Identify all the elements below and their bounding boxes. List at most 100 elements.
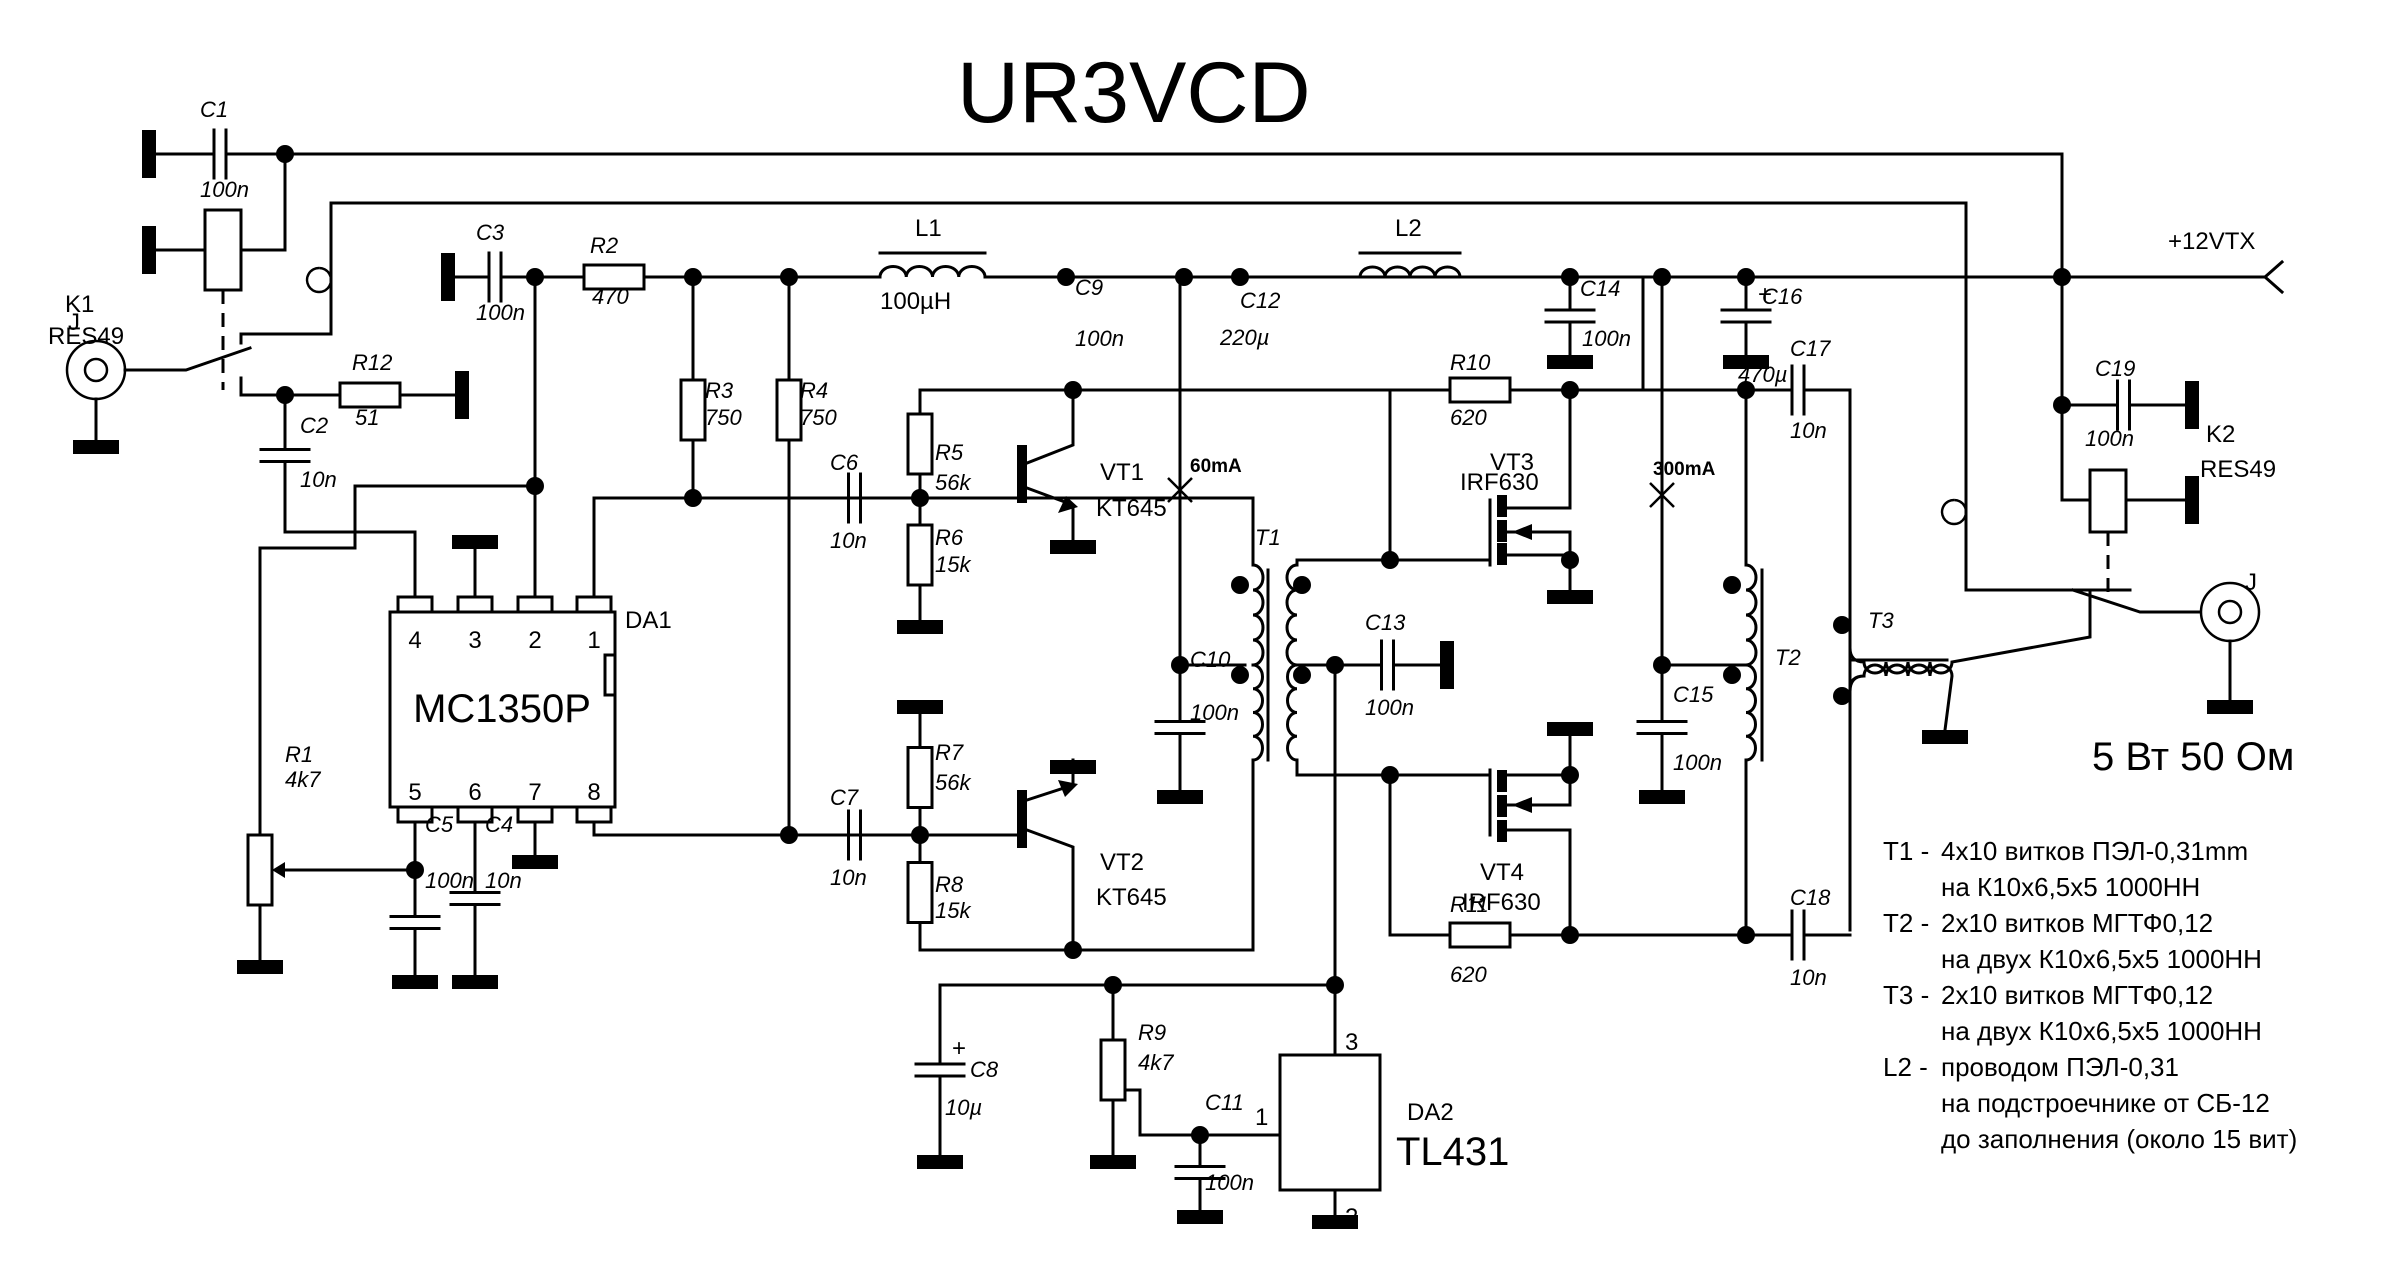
ground-icon (2185, 476, 2199, 524)
junction-dot (1231, 268, 1249, 286)
junction-dot (1561, 926, 1579, 944)
component-value-label: 51 (355, 405, 379, 430)
ground-icon (1547, 722, 1593, 736)
junction-dot (1064, 381, 1082, 399)
mosfet-channel (1497, 543, 1507, 565)
junction-dot (1231, 666, 1249, 684)
relay-ref-label: K1 (65, 291, 94, 318)
component-ref-label: R8 (935, 872, 964, 897)
winding-icon (1744, 663, 1757, 762)
wire (1206, 496, 1255, 567)
component-value-label: 56k (935, 770, 971, 795)
junction-dot (1326, 976, 1344, 994)
ic-pin (575, 805, 613, 824)
component-ref-label: C19 (2095, 356, 2135, 381)
component-value-label: 100µH (880, 288, 951, 315)
current-mark-vt3: 300mA (1653, 459, 1716, 480)
junction-dot (1561, 551, 1579, 569)
schematic-title: UR3VCD (957, 45, 1311, 141)
note-line: 2x10 витков МГТФ0,12 (1941, 980, 2213, 1010)
component-value-label: 100n (425, 868, 474, 893)
junction-dot (1561, 268, 1579, 286)
inductor-icon (1358, 265, 1462, 279)
crossover-icon (305, 266, 333, 294)
winding-icon (1251, 663, 1264, 762)
wire (1125, 1088, 1202, 1137)
components (65, 128, 2285, 1229)
component-value-label: 10n (830, 528, 867, 553)
t3-secondary-icon (1848, 663, 1954, 732)
ground-icon (917, 1155, 963, 1169)
wire (258, 484, 537, 838)
transistor-part-label: KT645 (1096, 495, 1167, 522)
junction-dot (276, 386, 294, 404)
component-ref-label: C5 (425, 812, 454, 837)
connector-ref-label: J (68, 309, 80, 336)
component-ref-label: C16 (1762, 284, 1803, 309)
current-test-point-icon (1649, 482, 1675, 508)
component-ref-label: C17 (1790, 336, 1831, 361)
ic-pin (456, 805, 494, 824)
junction-dot (684, 489, 702, 507)
current-test-point-icon (1167, 477, 1193, 503)
junction-dot (1293, 666, 1311, 684)
ground-icon (2207, 700, 2253, 714)
note-line: 2x10 витков МГТФ0,12 (1941, 908, 2213, 938)
ic-pin (516, 805, 554, 824)
junction-dot (1231, 576, 1249, 594)
ic-pin (575, 595, 613, 614)
winding-icon (1251, 563, 1265, 667)
resistor-icon (1448, 921, 1512, 949)
note-prefix: T3 - (1883, 980, 1929, 1010)
winding-icon (1286, 663, 1299, 762)
ground-icon (142, 226, 156, 274)
transformer-ref-label: T2 (1775, 645, 1801, 670)
relay-part-label: RES49 (2200, 456, 2276, 483)
component-ref-label: R3 (705, 378, 734, 403)
junction-dot (911, 489, 929, 507)
component-ref-label: C12 (1240, 288, 1280, 313)
wire (1295, 758, 1392, 777)
ground-icon (1050, 540, 1096, 554)
component-ref-label: C9 (1075, 275, 1103, 300)
transistor-base-icon (1017, 790, 1027, 848)
junction-dot (1833, 687, 1851, 705)
inductor-icon (878, 265, 987, 279)
resistor-icon (906, 746, 934, 809)
transistor-base-icon (1017, 445, 1027, 503)
junction-dot (1381, 551, 1399, 569)
mosfet-arrow-icon (1512, 524, 1532, 540)
wire (2060, 275, 2092, 502)
wire (1025, 828, 1075, 952)
emitter-arrow-icon (1058, 780, 1078, 797)
component-ref-label: R4 (800, 378, 828, 403)
ic-pin-number: 6 (468, 779, 481, 806)
transistor-ref-label: VT2 (1100, 849, 1144, 876)
mosfet-part-label: IRF630 (1460, 469, 1539, 496)
ground-icon (897, 620, 943, 634)
wire (1505, 388, 1572, 510)
potentiometer-icon (246, 833, 274, 907)
resistor-icon (582, 263, 646, 291)
ground-icon (73, 440, 119, 454)
relay-ref-label: K2 (2206, 421, 2235, 448)
transistor-ref-label: VT1 (1100, 459, 1144, 486)
component-value-label: 100n (2085, 426, 2134, 451)
ic-pin-number: 5 (408, 779, 421, 806)
wire (239, 201, 333, 345)
mosfet-ref-label: VT3 (1490, 449, 1534, 476)
component-ref-label: C7 (830, 785, 859, 810)
ic-ref-label: DA1 (625, 607, 672, 634)
resistor-icon (906, 412, 934, 476)
ground-icon (455, 371, 469, 419)
component-ref-label: C11 (1205, 1090, 1244, 1115)
junction-dot (1737, 268, 1755, 286)
component-ref-label: L1 (915, 215, 942, 242)
note-line: до заполнения (около 15 вит) (1941, 1124, 2297, 1154)
ground-icon (1547, 590, 1593, 604)
ground-icon (142, 130, 156, 178)
mosfet-channel (1497, 770, 1507, 792)
component-value-label: 4k7 (1138, 1050, 1174, 1075)
